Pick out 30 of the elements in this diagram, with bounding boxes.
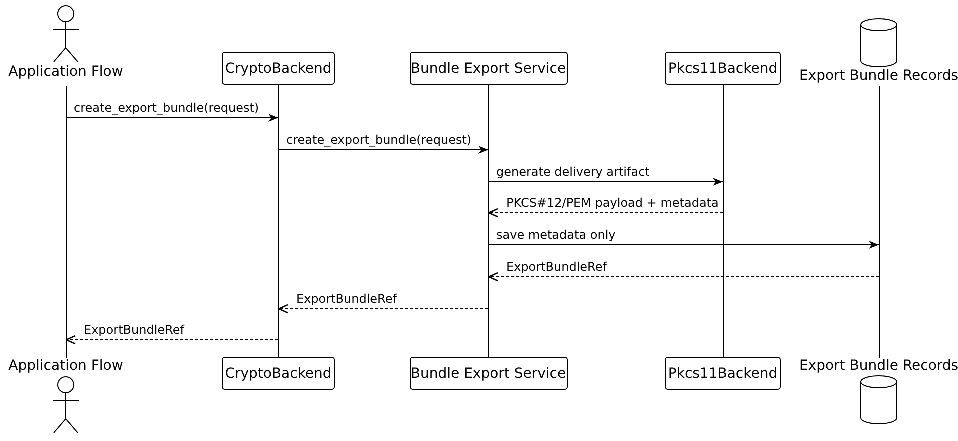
- participant-label: Export Bundle Records: [799, 358, 958, 375]
- message-label: PKCS#12/PEM payload + metadata: [506, 196, 719, 210]
- return-arrow: [488, 272, 880, 282]
- message-arrow: [488, 178, 724, 186]
- message-label: save metadata only: [496, 228, 616, 242]
- lifeline: [278, 85, 279, 357]
- message-arrow: [488, 241, 880, 249]
- participant-box: CryptoBackend: [222, 357, 335, 390]
- participant-box: Bundle Export Service: [410, 357, 568, 390]
- participant-box: Bundle Export Service: [410, 52, 568, 85]
- lifeline: [722, 85, 724, 357]
- return-arrow: [488, 208, 724, 218]
- message-label: generate delivery artifact: [496, 165, 650, 179]
- message-label: ExportBundleRef: [506, 260, 607, 274]
- message-arrow: [66, 114, 279, 122]
- message-label: ExportBundleRef: [296, 292, 397, 306]
- lifeline: [878, 86, 880, 358]
- participant-box: CryptoBackend: [222, 52, 335, 85]
- return-arrow: [66, 335, 279, 345]
- lifeline: [488, 85, 489, 357]
- participant-box: Pkcs11Backend: [665, 357, 781, 390]
- message-label: create_export_bundle(request): [286, 133, 472, 147]
- participant-label: Application Flow: [8, 358, 124, 375]
- message-arrow: [278, 146, 489, 154]
- participant-label: Application Flow: [8, 64, 124, 81]
- return-arrow: [278, 304, 489, 314]
- message-label: create_export_bundle(request): [74, 101, 260, 115]
- message-label: ExportBundleRef: [84, 323, 184, 337]
- participant-box: Pkcs11Backend: [665, 52, 781, 85]
- participant-label: Export Bundle Records: [799, 68, 958, 85]
